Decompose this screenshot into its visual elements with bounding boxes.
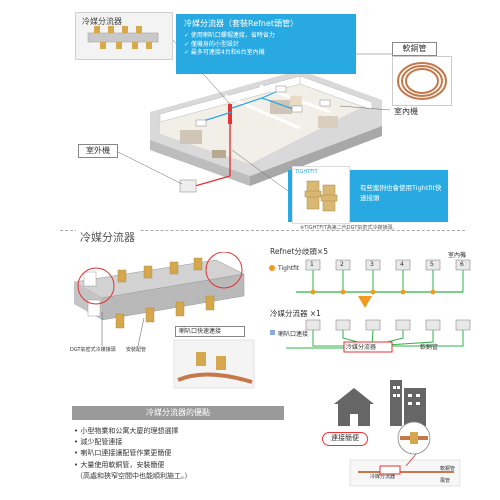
tightfit-image: TIGHTFIT [292, 166, 350, 224]
small-label: 軟銅管 [440, 466, 456, 472]
flare-connection-label: 喇叭口快速連接 [175, 326, 245, 337]
dgt-joint-label: DGT氣密式冷媒接頭 [70, 347, 116, 353]
indoor-label: 室內機 [448, 252, 467, 259]
merit-item: 大量使用軟銅管，安裝簡便 [74, 460, 192, 471]
building-icons [334, 380, 461, 487]
unit-number: 6 [460, 261, 464, 268]
arrow-down-icon [358, 296, 372, 308]
distributor-photo-box: 冷媒分流器 [75, 12, 173, 60]
soft-pipe-label: 軟銅管 [420, 344, 439, 351]
unit-number: 2 [340, 261, 344, 268]
distributor-label: 冷媒分流器 [82, 17, 122, 26]
copper-pipe-label: 軟銅管 [392, 42, 437, 56]
merit-item: 喇叭口連接讓配管作業更簡便 [74, 448, 192, 459]
merits-title: 冷媒分流器的優點 [72, 406, 284, 420]
branch-box-label: 冷媒分流器 [346, 344, 377, 351]
branch-diagram [270, 319, 471, 353]
tightfit-footnote: ※TIGHTFIT為第二代DGT氣密式冷媒接頭。 [300, 225, 398, 231]
unit-number: 4 [400, 261, 404, 268]
install-pipe-label: 安裝配管 [126, 347, 147, 353]
copper-coil-icon [397, 62, 447, 100]
small-label: 冷媒分流器 [370, 474, 396, 480]
unit-number: 1 [310, 261, 314, 268]
callout-bullet: ✓ 最多可連接4台和6台室內機 [184, 49, 265, 57]
callout-bullet: ✓ 僅機身的小型設計 [184, 40, 239, 48]
section-divider [60, 230, 465, 242]
distributor-image [87, 26, 159, 49]
distributor-detail-image [73, 251, 255, 389]
unit-number: 5 [430, 261, 434, 268]
section-title: 冷媒分流器 [76, 229, 139, 245]
copper-pipe-image [392, 56, 452, 106]
tightfit-tag: TIGHTFIT [295, 169, 318, 175]
refnet-title: Refnet分歧頭×5 [270, 247, 328, 256]
building-illustration [117, 39, 392, 195]
callout-bullet: ✓ 使用喇叭口螺帽連接，省時省力 [184, 32, 275, 39]
refnet-legend: Tightfit [278, 265, 300, 272]
indoor-unit-label: 室內機 [394, 107, 418, 116]
merit-note: （高處和狹窄空間中也能順利施工。） [76, 471, 192, 480]
refnet-diagram [269, 259, 471, 295]
tightfit-fitting-icon [304, 180, 338, 212]
outdoor-unit-label: 室外機 [78, 144, 118, 158]
distributor-callout: 冷媒分流器（套裝Refnet頭管） ✓ 使用喇叭口螺帽連接，省時省力 ✓ 僅機身… [176, 14, 356, 74]
callout-title: 冷媒分流器（套裝Refnet頭管） [184, 19, 299, 28]
unit-number: 3 [370, 261, 374, 268]
branch-legend: 喇叭口連接 [278, 331, 309, 338]
branch-title: 冷媒分流器 ×1 [270, 309, 321, 318]
easy-connection-label: 連接簡便 [322, 432, 368, 446]
merits-list: 小型物業和公寓大廈的理想選擇 減少配管連接 喇叭口連接讓配管作業更簡便 大量使用… [74, 426, 192, 482]
merit-item: 減少配管連接 [74, 437, 192, 448]
merit-item: 小型物業和公寓大廈的理想選擇 [74, 426, 192, 437]
small-label: 風管 [440, 478, 451, 484]
tightfit-text: 有些案例也會使用Tightfit快速接頭 [360, 184, 442, 202]
distributor-detail-photo [66, 251, 256, 392]
